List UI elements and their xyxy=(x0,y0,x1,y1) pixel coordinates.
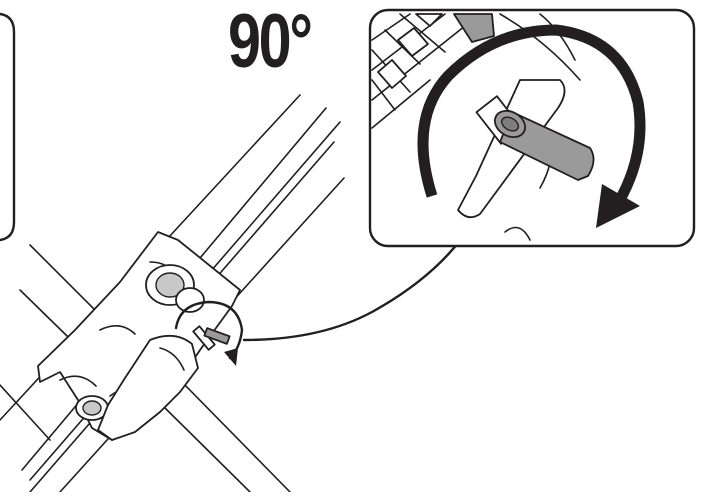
clamp-bracket xyxy=(37,231,241,441)
callout-panel xyxy=(368,8,696,248)
hand-illustration xyxy=(97,334,199,441)
rotation-angle-label: 90° xyxy=(228,0,313,84)
callout-grid-structure xyxy=(371,13,495,129)
small-knob xyxy=(174,300,244,366)
callout-connector xyxy=(242,236,464,342)
left-edge-panel xyxy=(0,12,16,242)
rotate-clockwise-arrow-icon xyxy=(596,184,640,228)
